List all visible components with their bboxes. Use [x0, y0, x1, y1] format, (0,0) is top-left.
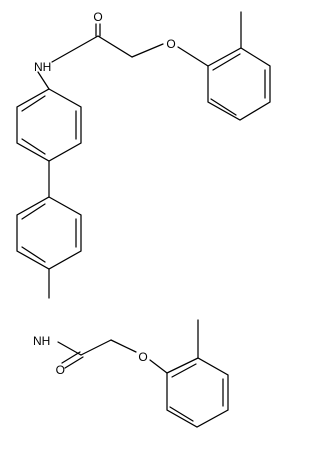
bond — [80, 339, 112, 356]
top-acetamide-group — [37, 23, 209, 90]
biphenyl-upper-ring — [16, 88, 82, 162]
ring-outline — [207, 47, 271, 121]
bond — [51, 35, 99, 63]
atom-label-nh-bottom: NH — [33, 334, 50, 348]
bond — [210, 98, 237, 116]
ring-outline — [16, 196, 82, 270]
ring-outline — [16, 88, 82, 162]
bond — [21, 138, 46, 155]
bond — [21, 95, 46, 112]
bond — [131, 43, 164, 58]
bond — [177, 46, 209, 67]
bond — [169, 406, 194, 422]
bottom-acetamide-group — [48, 268, 168, 374]
bond — [171, 363, 197, 378]
bond — [97, 35, 133, 58]
atom-label-o-bottom-carbonyl: O — [56, 363, 65, 377]
bond — [149, 359, 168, 374]
ring-outline — [166, 357, 229, 428]
bond — [37, 71, 50, 90]
bond — [64, 356, 84, 369]
structure-diagram: O NH O NH O O — [16, 10, 271, 428]
bond — [212, 53, 241, 71]
bond — [61, 351, 81, 364]
bond — [110, 339, 137, 353]
bottom-tolyl-ring — [166, 319, 229, 428]
bond — [21, 203, 46, 220]
bond — [21, 246, 46, 263]
atom-label-o-top-carbonyl: O — [93, 10, 102, 24]
bond — [57, 341, 82, 356]
atom-label-o-bottom-ether: O — [138, 350, 147, 364]
biphenyl-lower-ring — [16, 196, 82, 270]
atom-label-o-top-ether: O — [166, 37, 175, 51]
top-tolyl-ring — [207, 11, 271, 121]
atom-label-nh-top: NH — [34, 60, 51, 74]
